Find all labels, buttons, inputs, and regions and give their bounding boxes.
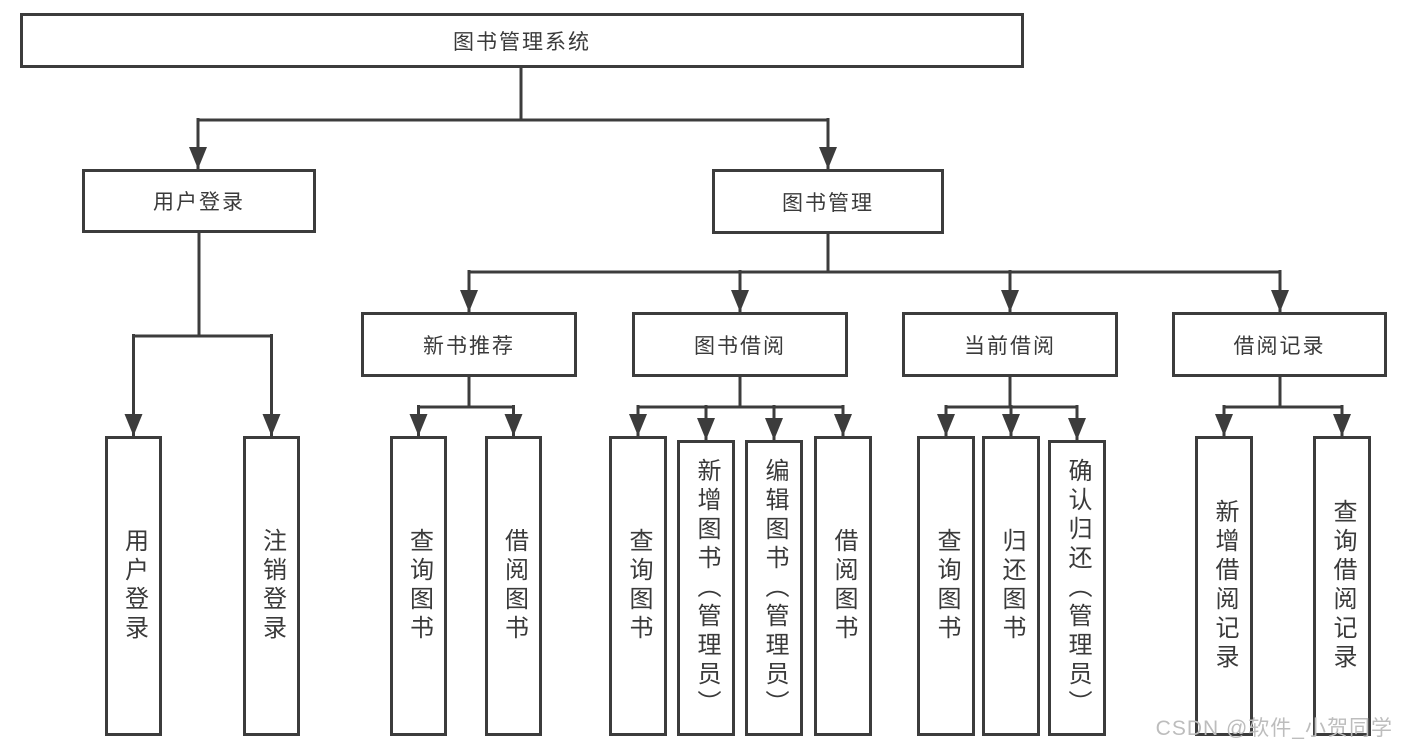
node-book-management: 图书管理 — [712, 169, 944, 234]
leaf-query-borrow-record: 查询借阅记录 — [1313, 436, 1371, 736]
leaf-return-book: 归还图书 — [982, 436, 1040, 736]
leaf-confirm-return-admin: 确认归还（管理员） — [1048, 440, 1106, 736]
leaf-borrow-books-recommend: 借阅图书 — [485, 436, 542, 736]
watermark: CSDN @软件_小贺同学 — [1155, 717, 1393, 740]
node-new-book-recommendation: 新书推荐 — [361, 312, 577, 377]
leaf-edit-book-admin: 编辑图书（管理员） — [745, 440, 803, 736]
leaf-user-login: 用户登录 — [105, 436, 162, 736]
leaf-query-books-borrowing: 查询图书 — [609, 436, 667, 736]
node-user-login: 用户登录 — [82, 169, 316, 233]
node-library-management-system: 图书管理系统 — [20, 13, 1024, 68]
node-current-borrowing: 当前借阅 — [902, 312, 1118, 377]
node-book-borrowing: 图书借阅 — [632, 312, 848, 377]
leaf-query-books-recommend: 查询图书 — [390, 436, 447, 736]
node-borrowing-records: 借阅记录 — [1172, 312, 1387, 377]
leaf-borrow-books-borrowing: 借阅图书 — [814, 436, 872, 736]
leaf-logout: 注销登录 — [243, 436, 300, 736]
leaf-query-books-current: 查询图书 — [917, 436, 975, 736]
leaf-add-book-admin: 新增图书（管理员） — [677, 440, 735, 736]
leaf-add-borrow-record: 新增借阅记录 — [1195, 436, 1253, 736]
